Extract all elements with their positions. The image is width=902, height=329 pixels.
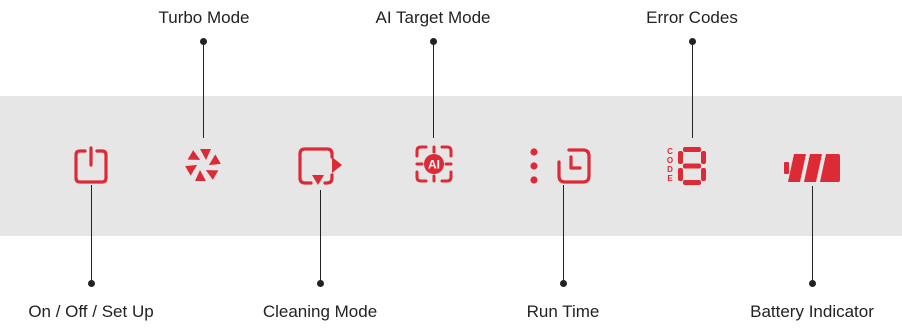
svg-text:C: C (667, 147, 673, 156)
leader-dot-power (88, 280, 95, 287)
label-battery-indicator: Battery Indicator (750, 302, 874, 321)
svg-text:D: D (667, 165, 673, 174)
ai-badge-text: AI (428, 158, 440, 172)
leader-line-error (692, 42, 693, 138)
leader-line-power (91, 185, 92, 283)
cleaning-mode-icon (297, 145, 345, 189)
label-run-time: Run Time (526, 302, 600, 321)
clock-icon (555, 146, 593, 186)
leader-line-turbo (203, 42, 204, 138)
run-time-colon-icon (528, 146, 540, 186)
code-vertical-label: C O D E (665, 146, 675, 184)
turbo-fan-icon (184, 146, 222, 184)
power-icon (73, 145, 109, 185)
leader-dot-turbo (200, 38, 207, 45)
svg-text:E: E (667, 174, 673, 183)
leader-dot-runtime (560, 280, 567, 287)
label-error-codes: Error Codes (646, 8, 738, 27)
leader-dot-cleaning (317, 280, 324, 287)
label-ai-target-mode: AI Target Mode (375, 8, 491, 27)
seven-segment-digit-icon (677, 145, 707, 187)
leader-dot-ai (430, 38, 437, 45)
leader-line-battery (812, 186, 813, 283)
label-turbo-mode: Turbo Mode (158, 8, 250, 27)
leader-line-ai (433, 42, 434, 138)
control-panel (0, 96, 902, 236)
label-power: On / Off / Set Up (28, 302, 154, 321)
leader-dot-battery (809, 280, 816, 287)
svg-text:O: O (667, 156, 673, 165)
leader-line-runtime (563, 185, 564, 283)
leader-line-cleaning (320, 190, 321, 283)
ai-target-icon: AI (413, 143, 455, 185)
label-cleaning-mode: Cleaning Mode (262, 302, 378, 321)
leader-dot-error (689, 38, 696, 45)
battery-icon (784, 152, 842, 184)
